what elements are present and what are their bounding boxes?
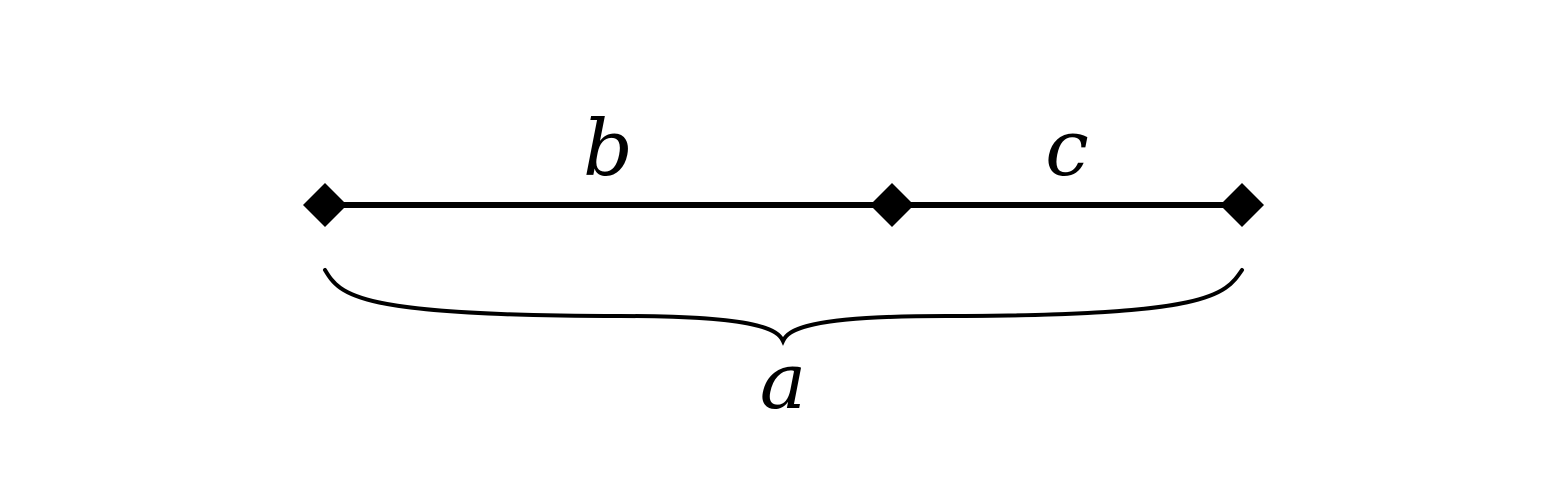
total-a-label: a: [760, 337, 807, 427]
endpoint-left-marker: [303, 183, 347, 227]
total-brace: [323, 268, 1244, 346]
segment-b-label: b: [583, 104, 633, 194]
midpoint-marker: [870, 183, 914, 227]
segment-c-label: c: [1045, 104, 1089, 194]
endpoint-right-marker: [1220, 183, 1264, 227]
